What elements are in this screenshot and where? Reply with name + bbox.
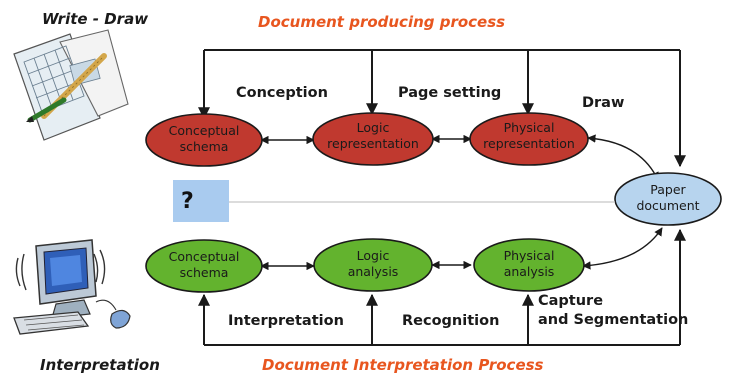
node-top-physical-representation: Physical representation	[469, 112, 589, 166]
node-top-conceptual-schema: Conceptual schema	[145, 113, 263, 167]
node-label-line: Conceptual	[169, 249, 240, 264]
node-label-line: analysis	[348, 264, 399, 279]
node-label-line: Logic	[357, 248, 390, 263]
node-bottom-physical-analysis: Physical analysis	[473, 238, 585, 292]
question-box	[173, 180, 229, 222]
step-draw: Draw	[582, 95, 624, 111]
drafting-sheet-icon	[13, 29, 129, 141]
step-interpretation: Interpretation	[228, 313, 344, 329]
node-label-line: representation	[327, 136, 419, 151]
node-label-line: analysis	[504, 264, 555, 279]
step-conception: Conception	[236, 85, 328, 101]
interpretation-heading: Interpretation	[40, 356, 160, 374]
node-label-line: schema	[180, 139, 229, 154]
step-capture-line2: and Segmentation	[538, 312, 688, 328]
node-label-line: Physical	[504, 248, 555, 263]
node-top-logic-representation: Logic representation	[312, 112, 434, 166]
write-draw-heading: Write - Draw	[42, 10, 148, 28]
node-bottom-logic-analysis: Logic analysis	[313, 238, 433, 292]
question-mark: ?	[181, 189, 194, 214]
interpretation-connectors	[198, 227, 686, 346]
node-label-line: representation	[483, 136, 575, 151]
node-label-line: Paper	[650, 182, 686, 197]
step-page-setting: Page setting	[398, 85, 501, 101]
producing-process-title: Document producing process	[258, 13, 505, 31]
node-bottom-conceptual-schema: Conceptual schema	[145, 239, 263, 293]
step-capture-line1: Capture	[538, 293, 603, 309]
node-label-line: document	[636, 198, 699, 213]
step-recognition: Recognition	[402, 313, 499, 329]
producing-connectors	[198, 49, 686, 181]
computer-icon	[13, 239, 131, 335]
node-label-line: Logic	[357, 120, 390, 135]
unknown-link: ?	[173, 180, 615, 222]
node-paper-document: Paper document	[614, 172, 722, 226]
node-label-line: schema	[180, 265, 229, 280]
node-label-line: Conceptual	[169, 123, 240, 138]
interpretation-process-title: Document Interpretation Process	[262, 356, 544, 374]
node-label-line: Physical	[504, 120, 555, 135]
